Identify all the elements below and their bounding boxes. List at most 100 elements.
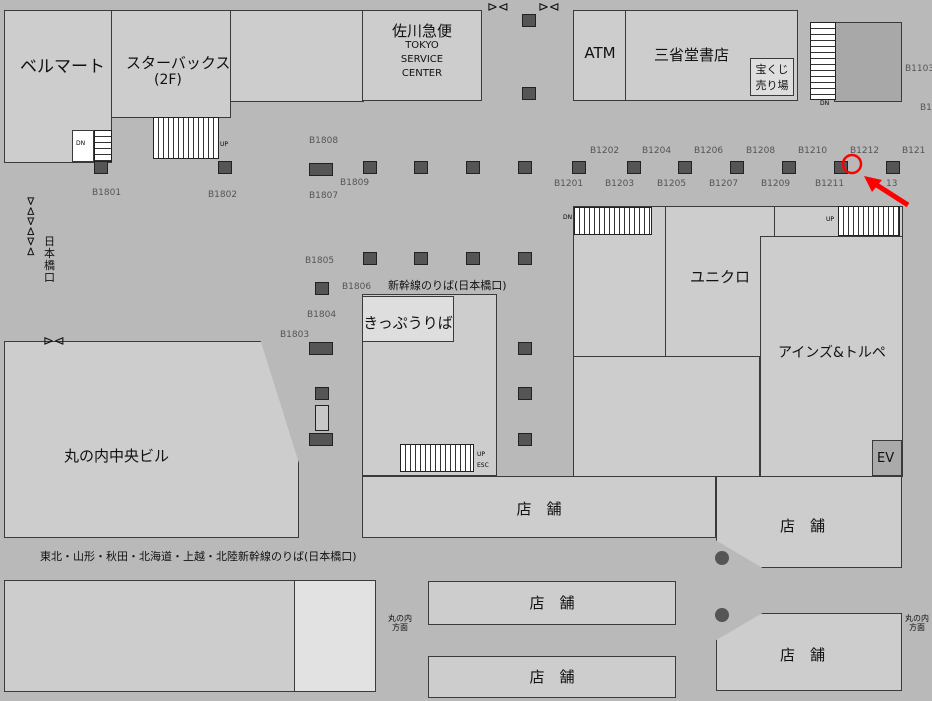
pillar [315, 405, 329, 431]
stairs-right-up[interactable] [838, 206, 900, 236]
shop-ains-tolpe[interactable] [760, 236, 903, 477]
pillar [627, 161, 641, 174]
stairs-right-dn[interactable] [574, 207, 652, 235]
current-location-marker [841, 153, 910, 208]
pillar-label-b1103: B1103 [905, 64, 932, 74]
pillar [518, 342, 532, 355]
pillar-label-b1802: B1802 [208, 190, 238, 200]
shop-takarakuji-label2: 売り場 [755, 79, 789, 92]
gate-icon: ⊳⊲ [487, 0, 509, 15]
pillar-b1801 [94, 161, 108, 174]
stairs-starbucks-up: UP [220, 141, 229, 148]
pillar [414, 161, 428, 174]
pillar [518, 433, 532, 446]
pillar [730, 161, 744, 174]
pillar-label-b1208: B1208 [746, 146, 776, 156]
pillar [522, 87, 536, 100]
direction-marunouchi-right: 丸の内 方面 [905, 614, 929, 632]
area-bottom-left [4, 580, 296, 692]
shop-takarakuji[interactable] [750, 58, 794, 96]
pillar-label-b1807: B1807 [309, 191, 339, 201]
escalator-esc: ESC [477, 462, 489, 469]
elevator-label: EV [877, 451, 895, 466]
pillar [363, 161, 377, 174]
area-bottom-gate [294, 580, 376, 692]
pillar [572, 161, 586, 174]
pillar-label-b1211: B1211 [815, 179, 845, 189]
shop-sagawa[interactable] [362, 10, 482, 101]
shop-store-lower2[interactable] [428, 656, 676, 698]
pillar-b1802 [218, 161, 232, 174]
pillar [466, 161, 480, 174]
pillar-label-b1209: B1209 [761, 179, 791, 189]
pillar [886, 161, 900, 174]
shop-starbucks[interactable] [111, 10, 231, 118]
shop-store-center[interactable] [362, 476, 716, 538]
pillar [782, 161, 796, 174]
pillar-label-b1201: B1201 [554, 179, 584, 189]
escalator-center[interactable] [400, 444, 474, 472]
pillar-b1806 [315, 282, 329, 295]
pillar-label-b1203: B1203 [605, 179, 635, 189]
shop-store-right1[interactable] [716, 476, 902, 568]
stairs-top-right[interactable] [810, 22, 836, 100]
pillar-label-b1207: B1207 [709, 179, 739, 189]
shop-starbucks-label: スターバックス [126, 54, 231, 72]
shop-store-right2[interactable] [716, 613, 902, 691]
shop-store-lower2-label: 店 舗 [529, 668, 575, 686]
pillar-label-b1809: B1809 [340, 178, 370, 188]
shop-store-right1-label: 店 舗 [780, 517, 826, 535]
pillar [518, 161, 532, 174]
pillar-label-b11: B1 [920, 103, 932, 113]
arrow-shaft-icon [870, 179, 910, 208]
pillar [414, 252, 428, 265]
pillar [309, 433, 333, 446]
shop-sanseido-label: 三省堂書店 [654, 46, 730, 64]
pillar-label-b1213: 13 [886, 179, 898, 189]
elevator[interactable] [872, 440, 902, 476]
location-circle-icon [841, 153, 863, 175]
shop-sagawa-label: 佐川急便 [391, 22, 452, 40]
pillar-label-b1804: B1804 [307, 310, 337, 320]
shop-store-center-label: 店 舗 [516, 500, 562, 518]
pillar-label-b1801: B1801 [92, 188, 122, 198]
stairs-starbucks[interactable] [153, 117, 219, 159]
shop-takarakuji-label1: 宝くじ [755, 63, 789, 76]
shop-store-right2-label: 店 舗 [780, 646, 826, 664]
circle-post [715, 551, 729, 565]
pillar-label-b1205: B1205 [657, 179, 687, 189]
pillar-label-b1806: B1806 [342, 282, 372, 292]
shop-starbucks-floor: (2F) [154, 72, 182, 88]
stairs-left[interactable] [94, 130, 112, 162]
shop-kippu-uriba[interactable] [362, 296, 454, 342]
pillar [363, 252, 377, 265]
shop-sagawa-en1: TOKYO [405, 40, 439, 51]
building-marunouchi-chuo-label: 丸の内中央ビル [64, 447, 170, 465]
shop-bellmart-label: ベルマート [20, 57, 105, 77]
building-marunouchi-chuo[interactable] [4, 341, 299, 538]
pillar [522, 14, 536, 27]
shop-store-lower1[interactable] [428, 581, 676, 625]
area-stair-dn-left [72, 130, 94, 162]
stairs-top-right-dn: DN [820, 100, 830, 107]
pillar-label-b1210: B1210 [798, 146, 828, 156]
area-top-block [230, 10, 364, 102]
shop-store-lower1-label: 店 舗 [529, 594, 575, 612]
direction-marunouchi-left: 丸の内 方面 [388, 614, 412, 632]
stairs-left-dn: DN [76, 140, 86, 147]
stairs-right-dn-label: DN [563, 214, 573, 221]
area-sub-block [573, 356, 760, 477]
pillar-label-b1803: B1803 [280, 330, 310, 340]
pillar-label-b1202: B1202 [590, 146, 620, 156]
pillar [518, 252, 532, 265]
exit-tohoku-label: 東北・山形・秋田・北海道・上越・北陸新幹線のりば(日本橋口) [40, 550, 357, 563]
escalator-up: UP [477, 451, 486, 458]
shop-atm-label: ATM [584, 44, 616, 62]
shop-uniqlo-label: ユニクロ [689, 268, 750, 286]
gate-icon: ⊳⊲ [538, 0, 560, 15]
pillar-label-b1214: B121 [902, 146, 926, 156]
pillar [518, 387, 532, 400]
shop-uniqlo[interactable] [665, 206, 775, 358]
circle-post [715, 608, 729, 622]
gate-icon: ⊳⊲⊳⊲⊳⊲ [24, 196, 38, 257]
